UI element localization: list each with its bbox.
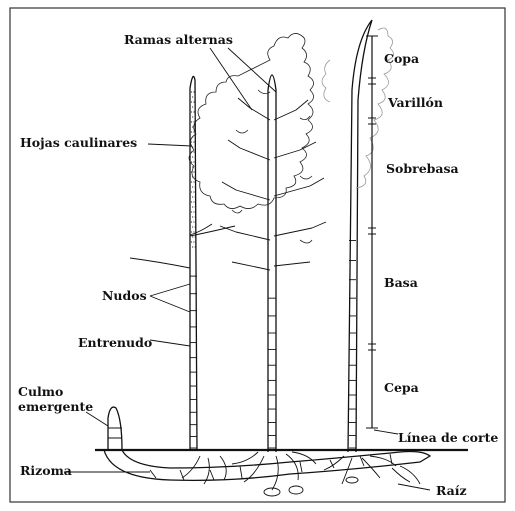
sheath-dot	[191, 121, 192, 122]
sheath-dot	[192, 246, 193, 247]
sheath-dot	[192, 116, 193, 117]
sheath-dot	[195, 176, 196, 177]
sheath-dot	[195, 146, 196, 147]
sheath-dot	[193, 241, 194, 242]
height-scale	[366, 36, 378, 428]
sheath-dot	[193, 111, 194, 112]
left-culm	[130, 76, 235, 450]
sheath-dot	[191, 181, 192, 182]
sheath-dot	[195, 246, 196, 247]
sheath-dot	[193, 151, 194, 152]
sheath-dot	[193, 231, 194, 232]
sheath-dot	[192, 106, 193, 107]
diagram-border	[10, 8, 505, 502]
sheath-dot	[193, 101, 194, 102]
sheath-dot	[192, 206, 193, 207]
sheath-dot	[193, 211, 194, 212]
sheath-dot	[195, 166, 196, 167]
sheath-dot	[193, 221, 194, 222]
label-culmo: Culmo	[18, 384, 63, 399]
sheath-dot	[193, 91, 194, 92]
sheath-dot	[191, 111, 192, 112]
sheath-dot	[193, 171, 194, 172]
sheath-dot	[191, 131, 192, 132]
sheath-dot	[195, 116, 196, 117]
sheath-dot	[191, 161, 192, 162]
label-hojas-caulinares: Hojas caulinares	[20, 135, 137, 150]
sheath-dot	[191, 91, 192, 92]
right-culm	[322, 20, 394, 452]
sheath-dot	[191, 141, 192, 142]
sheath-dot	[191, 231, 192, 232]
rhizome-system	[104, 407, 430, 496]
sheath-dot	[195, 96, 196, 97]
leader-lines	[64, 48, 430, 490]
sheath-dot	[191, 221, 192, 222]
sheath-dot	[191, 191, 192, 192]
sheath-dot	[191, 211, 192, 212]
sheath-dot	[193, 141, 194, 142]
label-cepa: Cepa	[384, 380, 419, 395]
sheath-dot	[195, 136, 196, 137]
label-emergente: emergente	[18, 399, 93, 414]
sheath-dot	[195, 236, 196, 237]
sheath-dot	[192, 156, 193, 157]
sheath-dot	[193, 161, 194, 162]
label-raiz: Raíz	[436, 483, 467, 498]
label-varillon: Varillón	[387, 95, 443, 110]
sheath-dot	[191, 101, 192, 102]
label-copa: Copa	[384, 51, 419, 66]
sheath-dot	[195, 156, 196, 157]
middle-culm	[189, 33, 326, 452]
label-sobrebasa: Sobrebasa	[386, 161, 459, 176]
sheath-dot	[191, 241, 192, 242]
sheath-dot	[192, 216, 193, 217]
sheath-dot	[191, 201, 192, 202]
label-entrenudo: Entrenudo	[78, 335, 152, 350]
sheath-dot	[193, 201, 194, 202]
sheath-dot	[195, 196, 196, 197]
label-rizoma: Rizoma	[20, 463, 72, 478]
sheath-dot	[192, 196, 193, 197]
sheath-dot	[192, 126, 193, 127]
label-linea-de-corte: Línea de corte	[398, 430, 498, 445]
sheath-dot	[195, 106, 196, 107]
label-ramas-alternas: Ramas alternas	[124, 32, 233, 47]
sheath-dot	[193, 121, 194, 122]
sheath-dot	[195, 226, 196, 227]
sheath-dot	[193, 191, 194, 192]
sheath-dot	[192, 226, 193, 227]
sheath-dot	[192, 96, 193, 97]
label-basa: Basa	[384, 275, 418, 290]
sheath-dot	[195, 186, 196, 187]
sheath-dot	[195, 206, 196, 207]
sheath-dot	[193, 181, 194, 182]
label-nudos: Nudos	[102, 288, 147, 303]
sheath-dot	[195, 216, 196, 217]
sheath-dot	[195, 126, 196, 127]
sheath-dot	[192, 186, 193, 187]
sheath-dot	[192, 236, 193, 237]
